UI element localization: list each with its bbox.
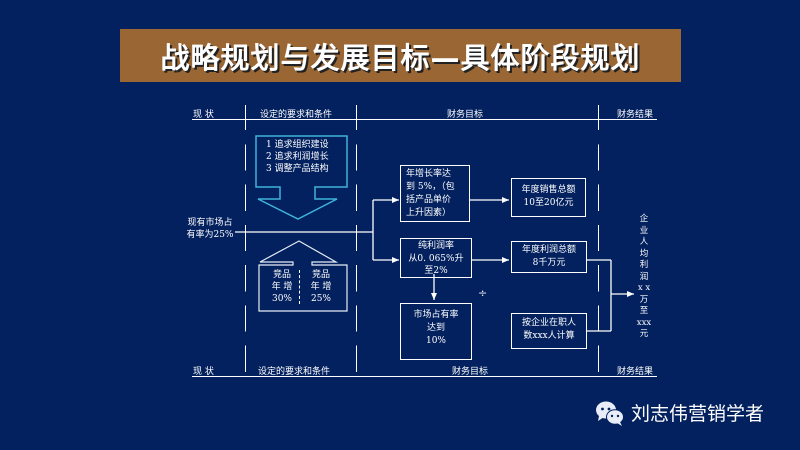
requirements-list: 1 追求组织建设 2 追求利润增长 3 调整产品结构	[266, 139, 329, 175]
column-divider-1	[245, 105, 246, 385]
competitor-a-growth: 竞品 年 增 30%	[271, 270, 293, 304]
financial-result-text: 企 业 人 均 利 润 x x 万 至 xxx 元	[636, 214, 652, 339]
divide-symbol: ÷	[478, 287, 488, 300]
competitor-b-growth: 竞品 年 增 25%	[310, 270, 332, 304]
annual-profit-box: 年度利润总额 8千万元	[511, 241, 587, 273]
conditions-arrow-up	[258, 240, 348, 312]
requirements-arrow-down	[255, 135, 348, 220]
header-top-current-state: 现 状	[193, 110, 214, 120]
header-bottom-financial-goals: 财务目标	[452, 367, 489, 377]
column-divider-2	[356, 105, 357, 385]
competitor-divider	[299, 270, 301, 304]
column-divider-3	[598, 105, 599, 385]
header-top-requirements: 设定的要求和条件	[260, 110, 333, 120]
page-title: 战略规划与发展目标—具体阶段规划	[160, 40, 641, 75]
annual-sales-box: 年度销售总额 10至20亿元	[511, 178, 586, 217]
header-top-underline	[192, 119, 657, 120]
header-bottom-financial-result: 财务结果	[617, 367, 654, 377]
wechat-icon	[595, 400, 625, 426]
header-bottom-underline	[192, 376, 657, 377]
requirement-item: 1 追求组织建设	[266, 140, 329, 150]
requirement-item: 3 调整产品结构	[266, 164, 329, 174]
net-profit-margin-box: 纯利润率 从0. 065%升 至2%	[400, 238, 472, 278]
market-share-box: 市场占有率 达到 10%	[400, 303, 472, 360]
header-bottom-requirements: 设定的要求和条件	[258, 367, 331, 377]
header-top-financial-goals: 财务目标	[447, 110, 484, 120]
per-employee-box: 按企业在职人 数xxx人计算	[511, 313, 587, 349]
current-state-label: 现有市场占 有率为25%	[186, 218, 234, 240]
growth-rate-box: 年增长率达 到 5%，（包 括产品单价 上升因素）	[400, 165, 470, 222]
header-top-financial-result: 财务结果	[617, 110, 654, 120]
watermark-text: 刘志伟营销学者	[631, 403, 765, 425]
title-bar: 战略规划与发展目标—具体阶段规划	[120, 29, 681, 82]
requirement-item: 2 追求利润增长	[266, 152, 329, 162]
header-bottom-current-state: 现 状	[193, 367, 214, 377]
watermark: 刘志伟营销学者	[595, 399, 764, 426]
